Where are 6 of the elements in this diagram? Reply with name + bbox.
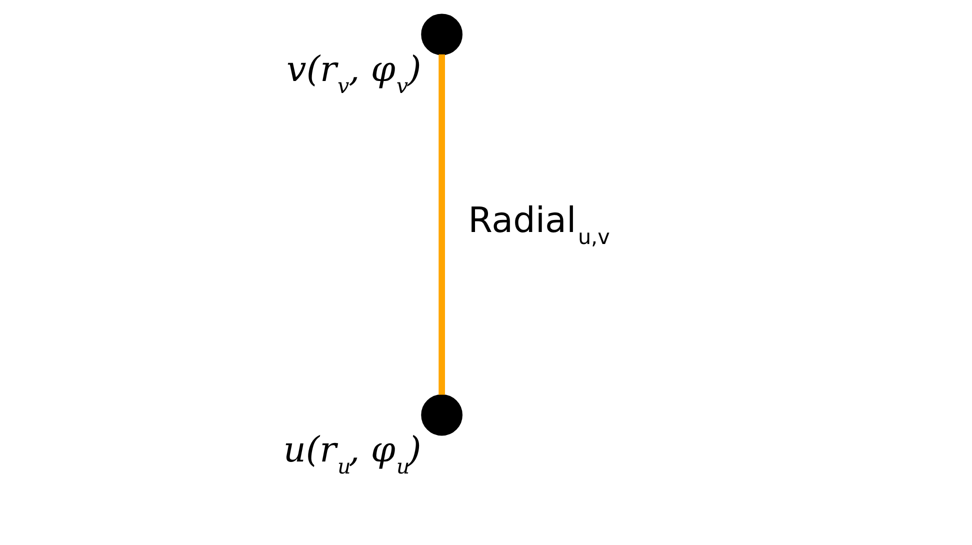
node-label: u(r$_{u}$, φ$_{u}$) bbox=[283, 429, 422, 478]
node-circle bbox=[421, 394, 462, 436]
node-circle bbox=[421, 14, 462, 56]
node-label: v(r$_{v}$, φ$_{v}$) bbox=[286, 48, 422, 98]
edge-label: Radial$_{u,v}$ bbox=[468, 200, 610, 250]
connector bbox=[438, 54, 445, 395]
